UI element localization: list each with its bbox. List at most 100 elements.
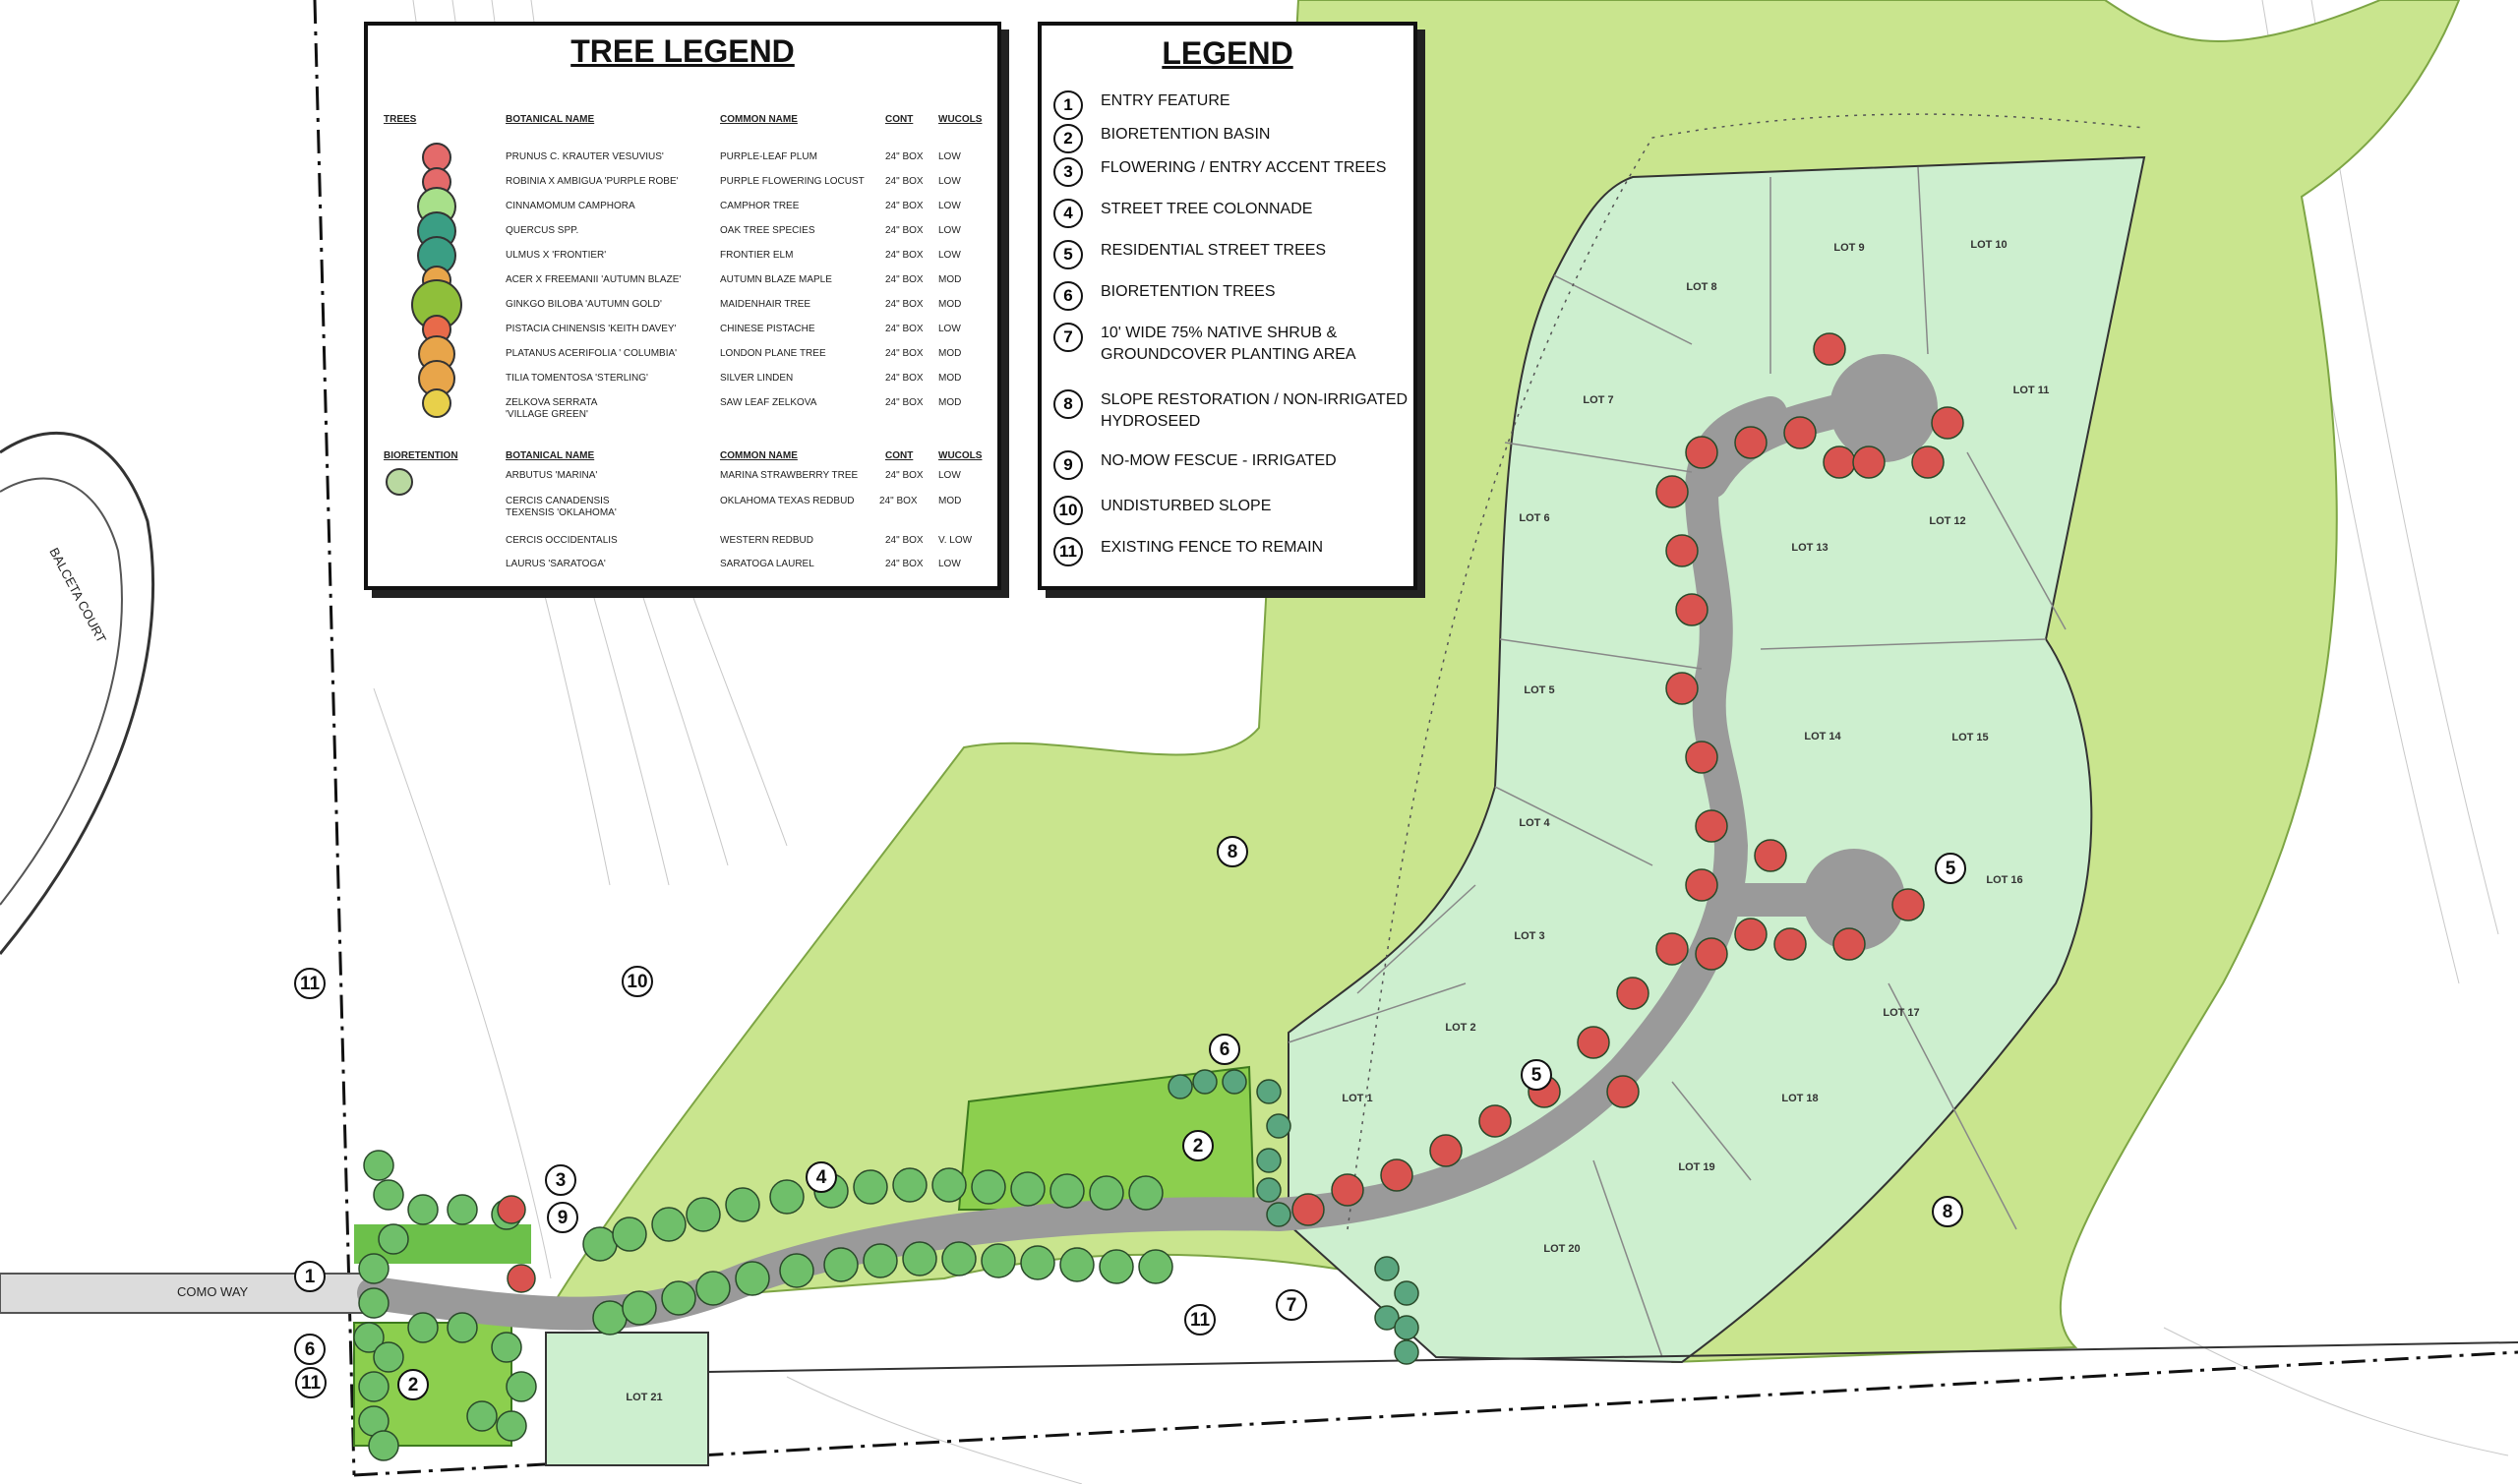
- callout-badge: 7: [1276, 1289, 1307, 1321]
- entry-tree: [373, 1341, 404, 1373]
- callout-circle: [1935, 853, 1966, 884]
- tree-cell-wucols: LOW: [938, 201, 961, 211]
- tree-cell-wucols: LOW: [938, 324, 961, 334]
- bioretention-tree: [1192, 1069, 1218, 1095]
- callout-badge: 4: [806, 1161, 837, 1193]
- legend-item-text: FLOWERING / ENTRY ACCENT TREES: [1101, 159, 1387, 176]
- callout-badge: 8: [1932, 1196, 1963, 1227]
- entry-tree: [358, 1287, 390, 1319]
- tree-cell-cont: 24" BOX: [885, 176, 924, 187]
- callout-badge: 6: [1209, 1034, 1240, 1065]
- lot-label: LOT 18: [1781, 1093, 1818, 1104]
- lot-label: LOT 1: [1342, 1093, 1372, 1104]
- callout-circle: [295, 1367, 327, 1398]
- bioretention-tree: [1168, 1074, 1193, 1099]
- lot-21-area: [545, 1332, 709, 1466]
- street-tree: [612, 1217, 647, 1252]
- road-branch-north: [1695, 391, 1866, 499]
- bioretention-tree: [1374, 1305, 1400, 1331]
- street-tree: [592, 1300, 628, 1336]
- legend-number-badge: 6: [1053, 281, 1083, 311]
- tree-cell-wucols: MOD: [938, 274, 962, 285]
- legend-number-badge: 4: [1053, 199, 1083, 228]
- legend-item: 5 RESIDENTIAL STREET TREES: [1053, 240, 1326, 269]
- residential-tree: [1291, 1193, 1325, 1226]
- tree-cell-cont: 24" BOX: [885, 250, 924, 261]
- street-tree: [769, 1179, 805, 1215]
- tree-cell-cont: 24" BOX: [885, 348, 924, 359]
- lot-label: LOT 5: [1524, 684, 1554, 696]
- callout-number: 8: [1943, 1202, 1953, 1222]
- balceta-court-inner: [0, 477, 123, 906]
- tree-cell-botanical: ROBINIA X AMBIGUA 'PURPLE ROBE': [506, 176, 679, 187]
- street-tree: [1099, 1249, 1134, 1284]
- street-tree: [1089, 1175, 1124, 1211]
- bio-cell-common: SARATOGA LAUREL: [720, 559, 814, 569]
- existing-fence-south: [707, 1341, 2518, 1373]
- bio-wucols-header: WUCOLS: [938, 450, 983, 461]
- street-tree: [661, 1280, 696, 1316]
- bioretention-header: BIORETENTION: [384, 450, 458, 461]
- bio-cont-header: CONT: [885, 450, 914, 461]
- residential-tree: [1655, 932, 1689, 966]
- legend-item-text: RESIDENTIAL STREET TREES: [1101, 242, 1327, 259]
- legend-number-badge: 7: [1053, 323, 1083, 352]
- bioretention-symbol-icon: [386, 468, 413, 496]
- legend-number-badge: 1: [1053, 90, 1083, 120]
- residential-tree: [1832, 927, 1866, 961]
- tree-cell-cont: 24" BOX: [885, 225, 924, 236]
- common-header: COMMON NAME: [720, 114, 798, 125]
- tree-cell-common: SAW LEAF ZELKOVA: [720, 397, 817, 408]
- legend-item-text: EXISTING FENCE TO REMAIN: [1101, 539, 1324, 556]
- entry-tree: [378, 1223, 409, 1255]
- bioretention-tree: [1266, 1202, 1291, 1227]
- street-tree: [582, 1226, 618, 1262]
- street-tree: [1059, 1247, 1095, 1282]
- trees-header: TREES: [384, 114, 417, 125]
- tree-cell-wucols: LOW: [938, 176, 961, 187]
- tree-cell-common: FRONTIER ELM: [720, 250, 794, 261]
- street-tree: [1138, 1249, 1173, 1284]
- tree-cell-common: PURPLE-LEAF PLUM: [720, 151, 817, 162]
- residential-tree: [1655, 475, 1689, 508]
- tree-cell-common: AUTUMN BLAZE MAPLE: [720, 274, 832, 285]
- tree-cell-cont: 24" BOX: [885, 373, 924, 384]
- street-tree: [981, 1243, 1016, 1278]
- residential-tree: [1685, 741, 1718, 774]
- legend-number-badge: 5: [1053, 240, 1083, 269]
- street-tree: [931, 1167, 967, 1203]
- residential-tree: [1695, 937, 1728, 971]
- street-tree: [941, 1241, 977, 1276]
- callout-number: 10: [627, 972, 647, 992]
- lot-label: LOT 4: [1519, 817, 1550, 829]
- legend-item-text: ENTRY FEATURE: [1101, 92, 1230, 109]
- callout-number: 5: [1531, 1065, 1542, 1086]
- lot-label: LOT 21: [626, 1392, 662, 1403]
- lot-label: LOT 8: [1686, 281, 1716, 293]
- entry-tree: [491, 1332, 522, 1363]
- tree-cell-cont: 24" BOX: [885, 274, 924, 285]
- tree-cell-botanical: PISTACIA CHINENSIS 'KEITH DAVEY': [506, 324, 677, 334]
- residential-tree: [1685, 868, 1718, 902]
- entry-tree: [373, 1179, 404, 1211]
- entry-tree: [506, 1371, 537, 1402]
- cont-header: CONT: [885, 114, 914, 125]
- entry-tree: [368, 1430, 399, 1461]
- bioretention-tree: [1394, 1315, 1419, 1340]
- callout-badge: 5: [1521, 1059, 1552, 1091]
- callout-circle: [294, 1261, 326, 1292]
- bio-cell-botanical: ARBUTUS 'MARINA': [506, 470, 598, 481]
- bioretention-tree: [1394, 1339, 1419, 1365]
- tree-cell-common: MAIDENHAIR TREE: [720, 299, 811, 310]
- lot-label: LOT 10: [1970, 239, 2007, 251]
- callout-circle: [545, 1164, 576, 1196]
- callout-number: 3: [556, 1170, 567, 1191]
- lot-label: LOT 2: [1445, 1022, 1475, 1034]
- accent-tree: [507, 1264, 536, 1293]
- cul-de-sac-north: [1829, 354, 1938, 462]
